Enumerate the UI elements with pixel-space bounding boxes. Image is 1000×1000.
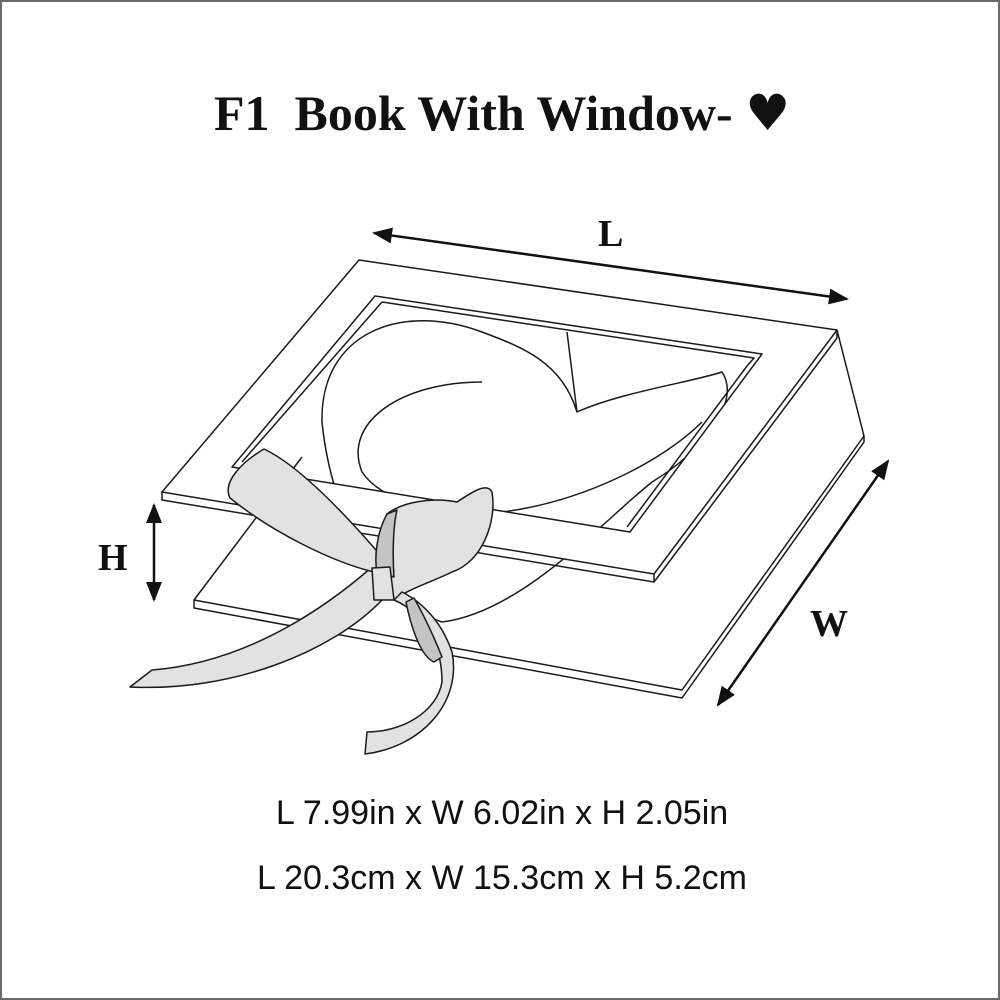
ribbon-bow — [129, 448, 494, 755]
length-arrow — [372, 227, 849, 305]
length-label: L — [598, 213, 624, 255]
title-text: F1 Book With Window- — [213, 85, 746, 141]
height-label: H — [98, 537, 128, 579]
dimensions-centimeters: L 20.3cm x W 15.3cm x H 5.2cm — [257, 859, 747, 897]
diagram-title: F1 Book With Window- ♥ — [2, 84, 998, 142]
width-arrow — [716, 459, 890, 707]
width-label: W — [810, 603, 848, 645]
box-base — [193, 329, 865, 699]
heart-symbol: ♥ — [745, 84, 791, 142]
dimensions-inches: L 7.99in x W 6.02in x H 2.05in — [275, 794, 729, 832]
